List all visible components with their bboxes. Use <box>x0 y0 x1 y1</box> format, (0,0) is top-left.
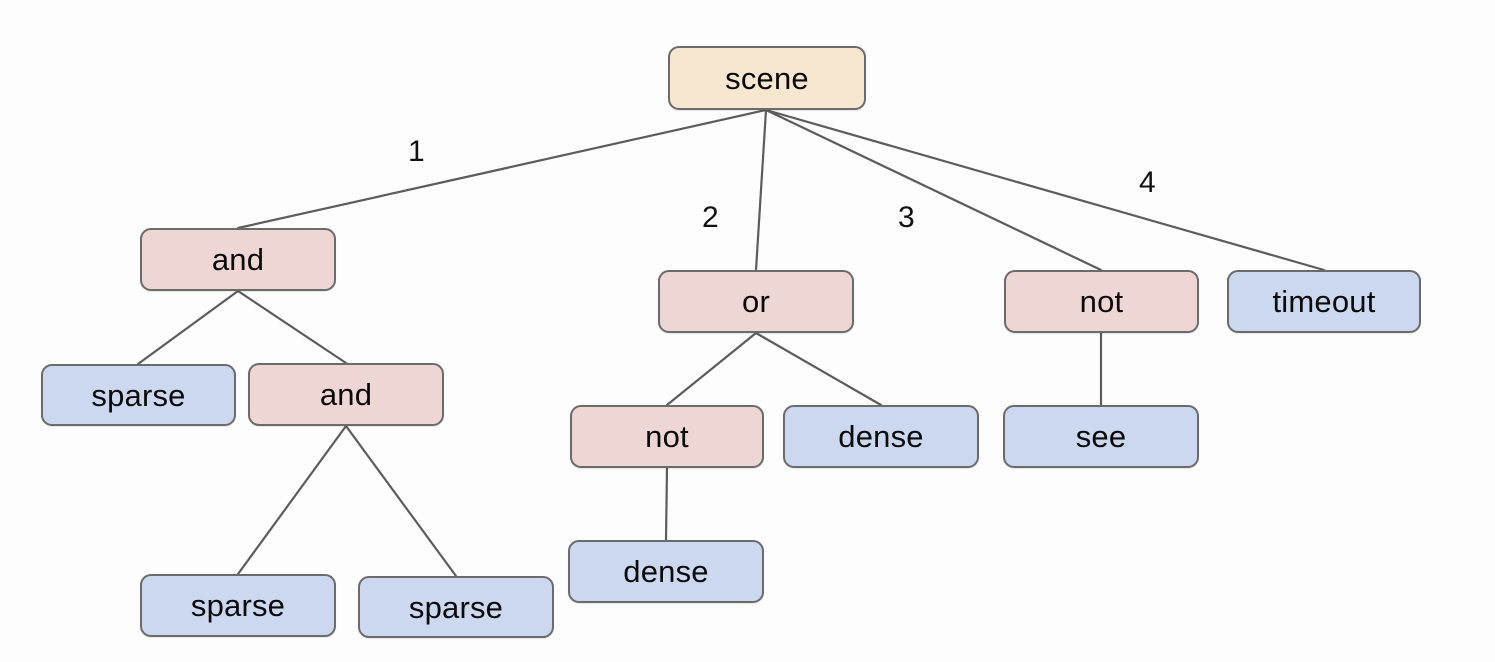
tree-edge <box>664 466 669 542</box>
tree-node-label: or <box>742 284 770 319</box>
tree-node-label: dense <box>623 554 709 589</box>
tree-edge <box>665 331 758 407</box>
tree-node-label: and <box>211 242 265 277</box>
edge-label: 3 <box>898 201 915 234</box>
tree-edge <box>236 289 348 365</box>
tree-edge <box>136 289 240 366</box>
edge-label: 2 <box>702 201 719 234</box>
tree-node-label: not <box>645 419 689 454</box>
tree-node-label: see <box>1075 419 1127 454</box>
tree-node-label: sparse <box>91 377 186 413</box>
tree-node-and1[interactable]: and <box>140 228 336 291</box>
tree-node-not1[interactable]: not <box>1004 270 1199 333</box>
tree-edge <box>236 108 768 230</box>
tree-node-label: sparse <box>408 589 504 625</box>
tree-edge <box>754 331 883 407</box>
tree-node-label: timeout <box>1272 284 1376 319</box>
edge-label: 1 <box>408 135 425 168</box>
tree-node-label: not <box>1079 284 1124 319</box>
tree-node-and2[interactable]: and <box>248 363 444 426</box>
tree-node-label: dense <box>838 419 924 454</box>
tree-node-timeout[interactable]: timeout <box>1227 270 1421 333</box>
tree-edge <box>764 108 1326 272</box>
tree-node-scene[interactable]: scene <box>668 46 866 110</box>
tree-node-label: sparse <box>190 588 286 623</box>
tree-node-sparse3[interactable]: sparse <box>358 576 554 638</box>
tree-edge <box>344 424 458 578</box>
edge-label: 4 <box>1139 166 1156 199</box>
tree-node-label: scene <box>725 60 809 96</box>
tree-node-not2[interactable]: not <box>570 405 764 468</box>
tree-edge <box>754 108 768 272</box>
tree-edge <box>764 108 1103 272</box>
tree-node-label: and <box>319 377 373 412</box>
tree-node-sparse1[interactable]: sparse <box>41 364 236 426</box>
tree-edge <box>236 424 348 576</box>
tree-node-sparse2[interactable]: sparse <box>140 574 336 637</box>
tree-node-dense2[interactable]: dense <box>568 540 764 603</box>
tree-node-see[interactable]: see <box>1003 405 1199 468</box>
tree-node-dense1[interactable]: dense <box>783 405 979 468</box>
tree-node-or1[interactable]: or <box>658 270 854 333</box>
